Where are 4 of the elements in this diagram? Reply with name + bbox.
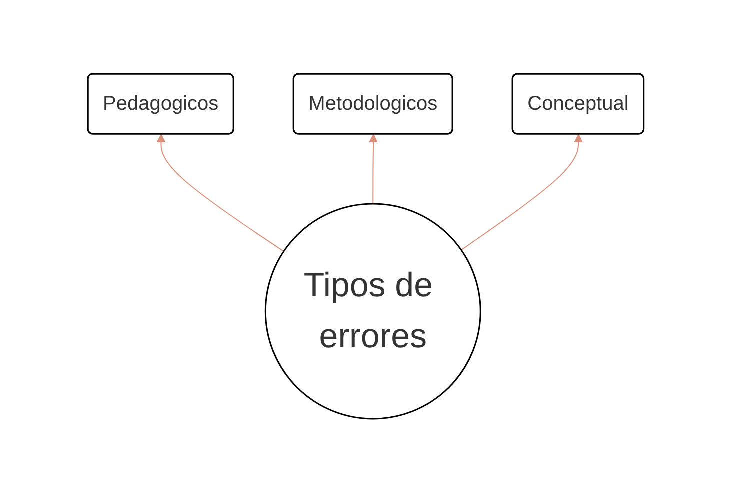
arrow [369,134,378,204]
node-circle: Tipos de errores [264,203,482,420]
arrow [461,134,584,251]
arrow [156,134,284,252]
